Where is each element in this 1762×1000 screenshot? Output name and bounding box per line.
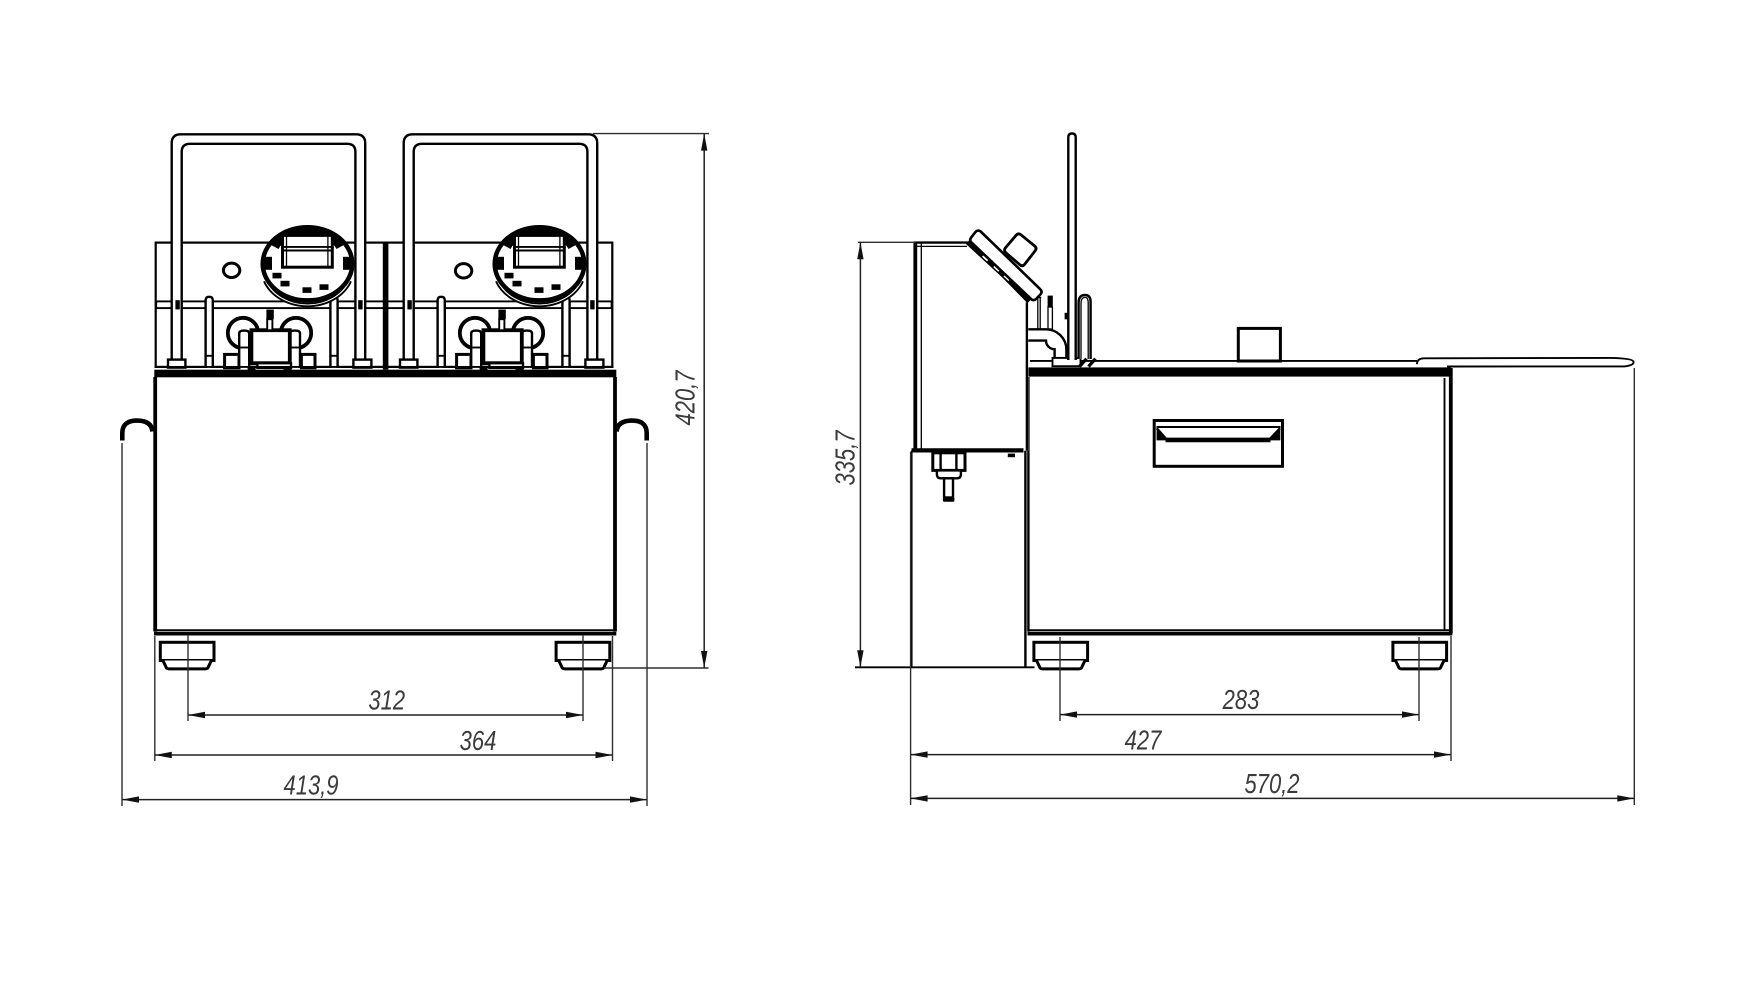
svg-text:283: 283 <box>1222 685 1260 716</box>
svg-text:420,7: 420,7 <box>670 369 701 425</box>
svg-text:427: 427 <box>1125 725 1163 756</box>
svg-text:364: 364 <box>460 726 497 757</box>
svg-text:413,9: 413,9 <box>283 770 338 801</box>
svg-text:312: 312 <box>368 685 405 716</box>
svg-text:335,7: 335,7 <box>830 429 861 485</box>
svg-text:570,2: 570,2 <box>1244 769 1299 800</box>
